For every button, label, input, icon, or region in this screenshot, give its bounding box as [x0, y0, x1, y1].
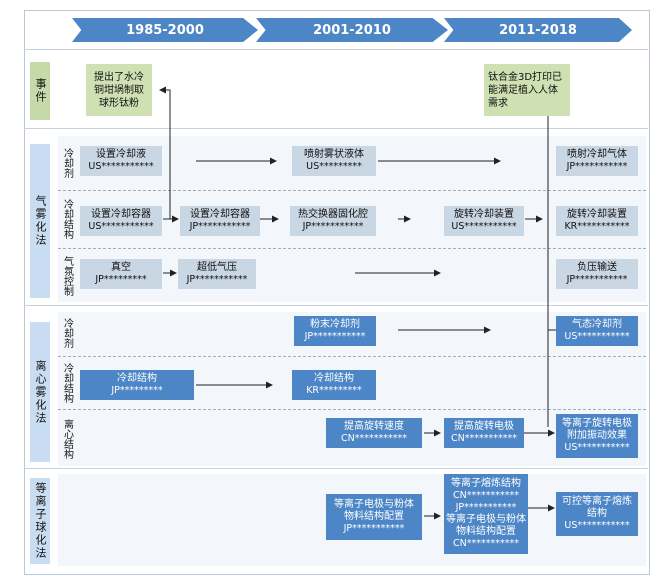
box-p-3: 可控等离子熔炼结构 US***********	[556, 492, 638, 536]
box-code: US***********	[564, 442, 630, 453]
box-title: 旋转冷却装置	[454, 209, 514, 220]
box-g-coolant-3: 喷射冷却气体 JP***********	[556, 146, 638, 176]
box-code: JP***********	[302, 221, 364, 232]
box-line: JP***********	[455, 502, 517, 513]
box-g-struct-1: 设置冷却容器 US***********	[80, 206, 162, 236]
box-title: 设置冷却液	[96, 149, 146, 160]
box-code: JP***********	[566, 161, 628, 172]
box-c-cent-2: 提高旋转电极 CN***********	[444, 418, 524, 448]
sublabel-cent-structure: 冷却结构	[61, 363, 73, 403]
category-plasma: 等离子球化法	[30, 478, 50, 564]
box-code: JP***********	[189, 221, 251, 232]
box-c-coolant-1: 粉末冷却剂 JP***********	[294, 316, 376, 346]
box-title: 提高旋转速度	[344, 421, 404, 432]
period-arrow-2: 2001-2010	[256, 18, 448, 42]
row-divider	[58, 248, 646, 249]
box-title: 负压输送	[577, 262, 617, 273]
box-title: 可控等离子熔炼结构	[562, 496, 632, 519]
box-line: 物料结构配置	[456, 526, 516, 537]
category-events: 事件	[30, 62, 50, 120]
separator	[24, 305, 648, 306]
period-arrow-3: 2011-2018	[444, 18, 632, 42]
period-arrow-1: 1985-2000	[72, 18, 258, 42]
box-title: 设置冷却容器	[91, 209, 151, 220]
box-c-coolant-2: 气态冷却剂 US***********	[556, 316, 638, 346]
row-divider	[58, 190, 646, 191]
box-g-struct-4: 旋转冷却装置 US***********	[444, 206, 524, 236]
box-g-struct-5: 旋转冷却装置 KR***********	[556, 206, 638, 236]
event-box-1: 提出了水冷铜坩埚制取球形钛粉	[86, 64, 152, 116]
box-title: 设置冷却容器	[190, 209, 250, 220]
sublabel-gas-atmosphere: 气氛控制	[61, 256, 73, 296]
box-code: JP***********	[304, 331, 366, 342]
box-code: US***********	[88, 161, 154, 172]
box-line: 等离子熔炼结构	[451, 478, 521, 489]
box-code: US***********	[564, 520, 630, 531]
row-divider	[58, 409, 646, 410]
box-title: 喷射冷却气体	[567, 149, 627, 160]
box-code: JP***********	[343, 523, 405, 534]
box-c-struct-1: 冷却结构 JP*********	[80, 370, 194, 400]
box-line: 等离子电极与粉体	[446, 514, 526, 525]
box-title: 粉末冷却剂	[310, 319, 360, 330]
box-title: 气态冷却剂	[572, 319, 622, 330]
box-code: US***********	[564, 331, 630, 342]
box-c-cent-3: 等离子旋转电极附加振动效果 US***********	[556, 414, 638, 458]
box-title: 超低气压	[197, 262, 237, 273]
box-c-struct-2: 冷却结构 KR*********	[292, 370, 376, 400]
box-code: JP***********	[186, 274, 248, 285]
box-code: JP***********	[566, 274, 628, 285]
box-g-struct-2: 设置冷却容器 JP***********	[180, 206, 260, 236]
box-line: CN***********	[453, 490, 519, 501]
box-code: JP*********	[111, 385, 163, 396]
box-g-coolant-2: 喷射雾状液体 US*********	[292, 146, 376, 176]
sublabel-cent-centrifugal: 离心结构	[61, 419, 73, 459]
event-box-2: 钛合金3D打印已能满足植入人体需求	[484, 64, 570, 116]
box-code: KR*********	[306, 385, 362, 396]
row-divider	[58, 356, 646, 357]
box-code: CN***********	[451, 433, 517, 444]
box-code: US***********	[451, 221, 517, 232]
box-title: 等离子电极与粉体物料结构配置	[334, 499, 414, 522]
box-g-struct-3: 热交换器固化腔 JP***********	[290, 206, 376, 236]
box-title: 真空	[111, 262, 131, 273]
box-code: US***********	[88, 221, 154, 232]
separator	[24, 468, 648, 469]
box-code: KR***********	[564, 221, 630, 232]
box-title: 热交换器固化腔	[298, 209, 368, 220]
separator	[24, 128, 648, 129]
category-gas-atomization: 气雾化法	[30, 144, 50, 298]
box-code: US*********	[306, 161, 362, 172]
box-title: 旋转冷却装置	[567, 209, 627, 220]
sublabel-gas-coolant: 冷却剂	[61, 148, 73, 178]
box-code: CN***********	[341, 433, 407, 444]
box-title: 冷却结构	[314, 373, 354, 384]
box-g-atm-1: 真空 JP*********	[80, 259, 162, 289]
box-c-cent-1: 提高旋转速度 CN***********	[326, 418, 422, 448]
box-p-1: 等离子电极与粉体物料结构配置 JP***********	[326, 494, 422, 540]
box-g-coolant-1: 设置冷却液 US***********	[80, 146, 162, 176]
box-title: 冷却结构	[117, 373, 157, 384]
box-title: 喷射雾状液体	[304, 149, 364, 160]
box-title: 等离子旋转电极附加振动效果	[562, 418, 632, 441]
sublabel-gas-structure: 冷却结构	[61, 199, 73, 239]
box-title: 提高旋转电极	[454, 421, 514, 432]
box-g-atm-2: 超低气压 JP***********	[178, 259, 256, 289]
separator	[24, 49, 648, 50]
box-line: CN***********	[453, 538, 519, 549]
category-centrifugal: 离心雾化法	[30, 322, 50, 462]
link-line	[159, 86, 171, 219]
box-g-atm-3: 负压输送 JP***********	[556, 259, 638, 289]
sublabel-cent-coolant: 冷却剂	[61, 318, 73, 348]
box-p-2: 等离子熔炼结构 CN*********** JP*********** 等离子电…	[444, 474, 528, 554]
box-code: JP*********	[95, 274, 147, 285]
